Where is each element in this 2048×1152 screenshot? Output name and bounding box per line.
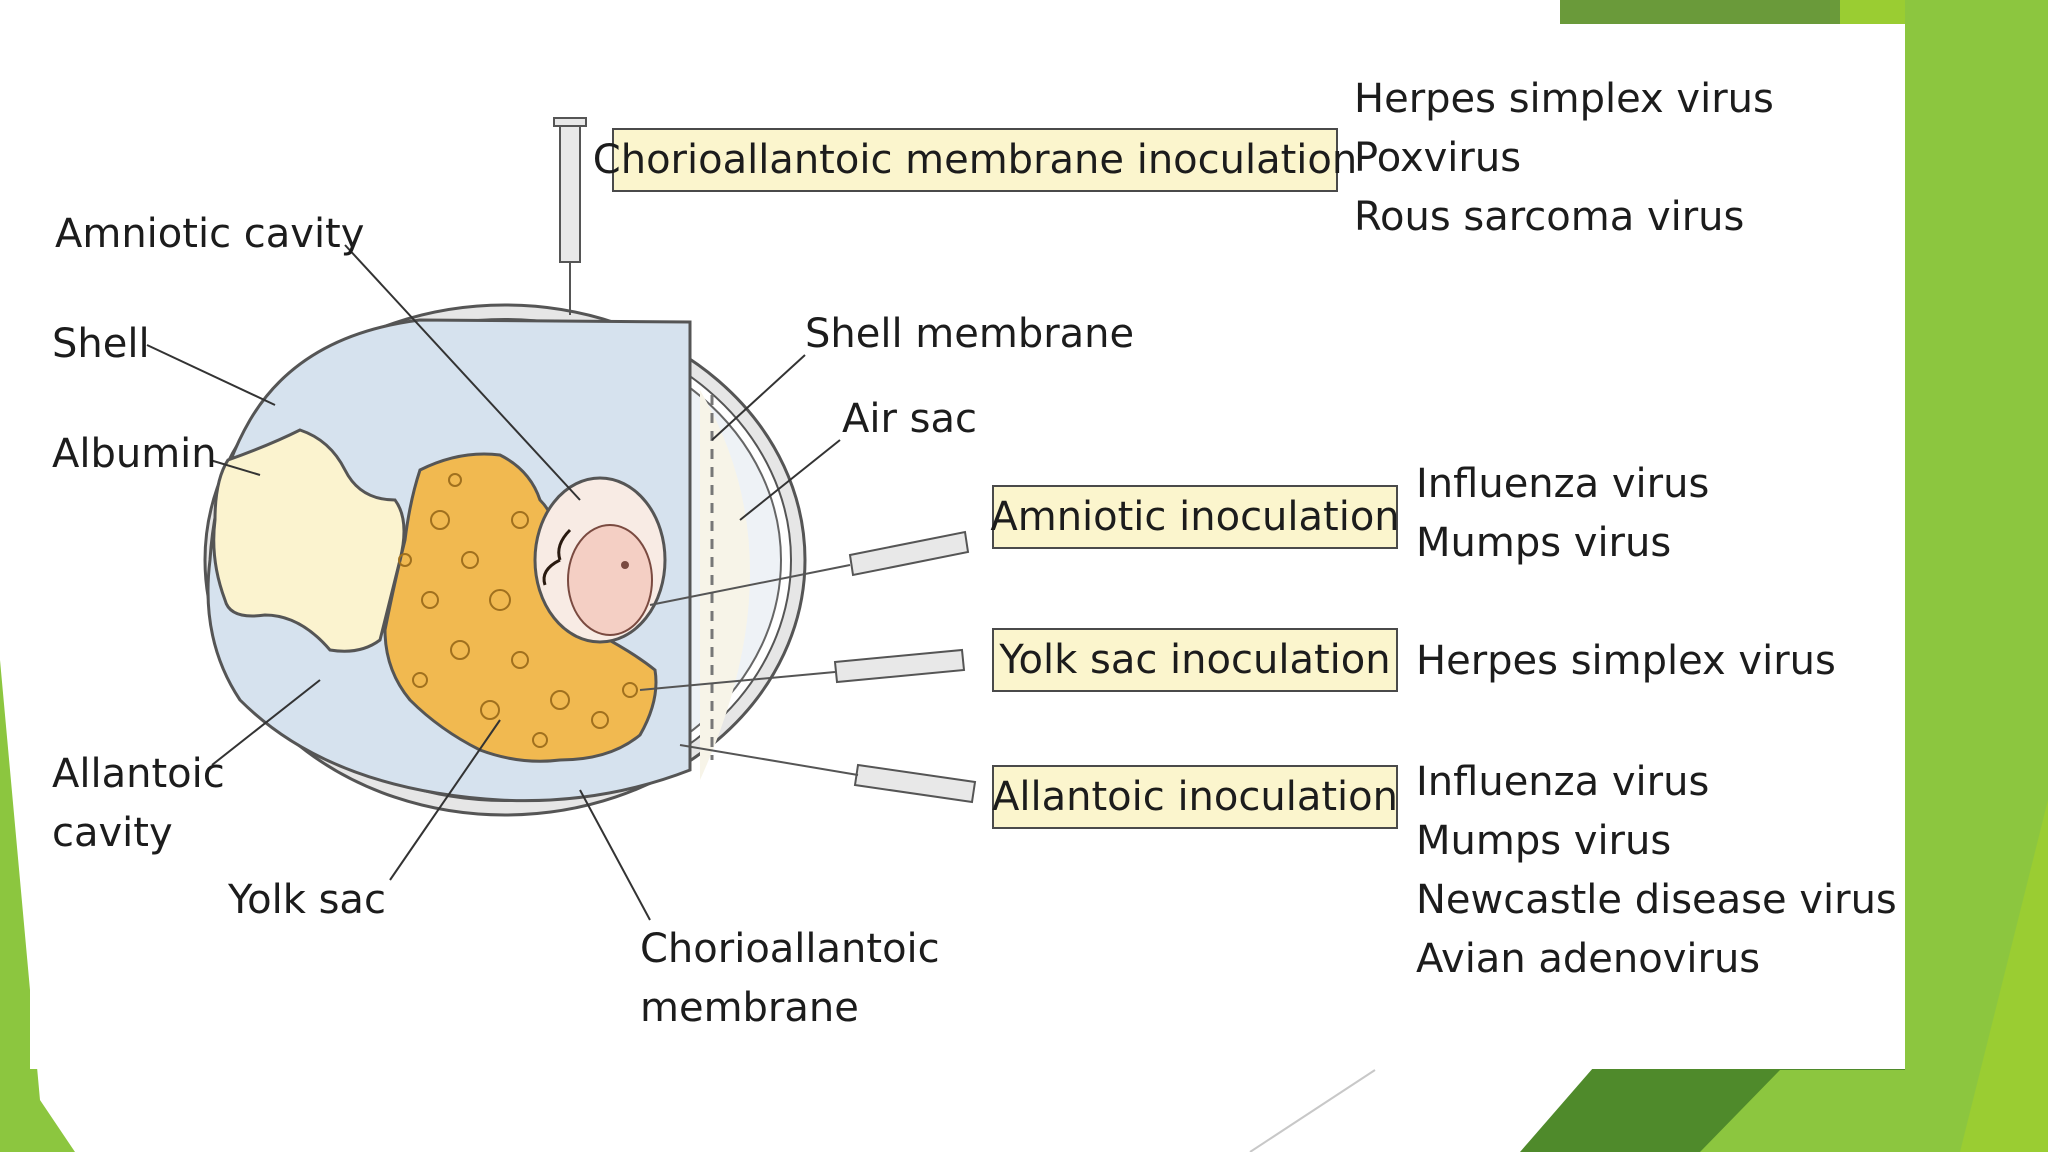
yolk-sac-label: Yolk sac xyxy=(228,877,386,923)
virus-item: Mumps virus xyxy=(1416,520,1672,566)
virus-item: Influenza virus xyxy=(1416,759,1710,805)
syringe-amniotic xyxy=(649,530,970,606)
embryo xyxy=(567,524,653,636)
amniotic-inoculation-box: Amniotic inoculation xyxy=(990,485,1400,549)
allantoic-cavity-label: Allantoic cavity xyxy=(52,751,225,856)
embryo-eye xyxy=(621,561,629,569)
virus-item: Avian adenovirus xyxy=(1416,936,1761,982)
virus-item: Newcastle disease virus xyxy=(1416,877,1897,923)
embryo-vessels xyxy=(542,528,572,586)
virus-item: Rous sarcoma virus xyxy=(1354,194,1745,240)
allantoic-virus-list: Influenza virus Mumps virus Newcastle di… xyxy=(1416,753,1897,989)
chorioallantoic-virus-list: Herpes simplex virus Poxvirus Rous sarco… xyxy=(1354,70,1774,247)
green-accent-bottom-light xyxy=(1700,1070,1905,1152)
albumin-label: Albumin xyxy=(52,431,217,477)
virus-item: Mumps virus xyxy=(1416,818,1672,864)
chorioallantoic-inoculation-box: Chorioallantoic membrane inoculation xyxy=(593,128,1357,192)
amniotic-cavity-label: Amniotic cavity xyxy=(55,211,365,257)
chorioallantoic-membrane-label: Chorioallantoic membrane xyxy=(640,926,940,1031)
virus-item: Poxvirus xyxy=(1354,135,1522,181)
yolk-texture xyxy=(398,473,638,748)
syringe-allantoic xyxy=(679,744,977,804)
syringe-chorioallantoic xyxy=(553,117,587,315)
shell-membrane-label: Shell membrane xyxy=(805,311,1135,357)
amniotic-virus-list: Influenza virus Mumps virus xyxy=(1416,455,1709,573)
slide-decor-line xyxy=(1249,1069,1376,1152)
yolk-sac-region xyxy=(383,452,658,763)
virus-item: Herpes simplex virus xyxy=(1416,638,1836,684)
green-accent-left xyxy=(0,660,75,1152)
green-accent-right-mid xyxy=(1905,0,2048,1152)
yolk-sac-virus-list: Herpes simplex virus xyxy=(1416,632,1836,691)
air-sac-label: Air sac xyxy=(842,396,977,442)
allantoic-inoculation-box: Allantoic inoculation xyxy=(992,765,1398,829)
syringe-yolk-sac xyxy=(639,648,966,691)
virus-item: Herpes simplex virus xyxy=(1354,76,1774,122)
yolk-sac-inoculation-box: Yolk sac inoculation xyxy=(992,628,1398,692)
shell-label: Shell xyxy=(52,321,150,367)
virus-item: Influenza virus xyxy=(1416,461,1710,507)
leader-lines xyxy=(146,244,841,921)
albumin-region xyxy=(212,428,406,653)
